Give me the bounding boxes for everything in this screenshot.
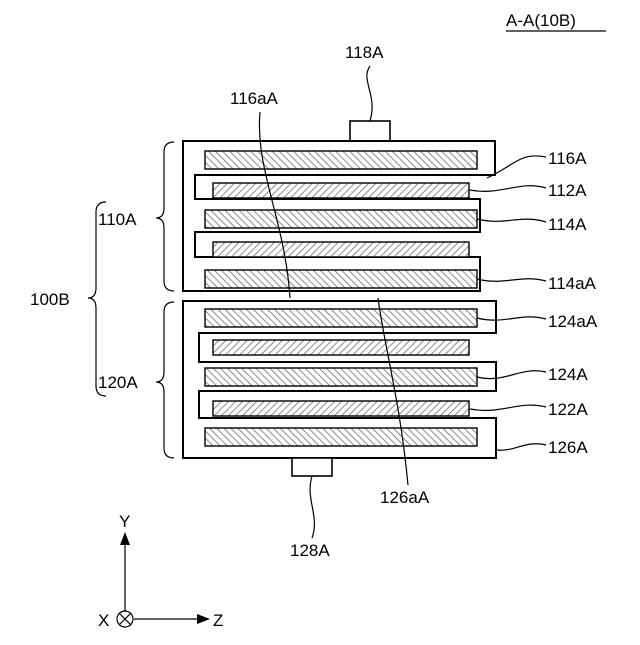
- label-120A: 120A: [98, 373, 138, 392]
- axis-label-z: Z: [213, 611, 223, 630]
- leader-126A: [497, 444, 546, 450]
- label-122A: 122A: [548, 400, 588, 419]
- leader-118A: [367, 66, 372, 121]
- label-124aA: 124aA: [548, 312, 598, 331]
- electrode-lower-2: [213, 340, 469, 355]
- leader-124aA: [477, 317, 546, 320]
- label-100B: 100B: [30, 290, 70, 309]
- tab-118A: [350, 121, 390, 141]
- electrode-124aA: [205, 309, 477, 327]
- label-128A: 128A: [290, 541, 330, 560]
- leader-122A: [470, 405, 546, 410]
- label-110A: 110A: [98, 210, 137, 229]
- y-axis-arrow: [120, 532, 130, 545]
- leader-112A: [470, 186, 546, 192]
- label-126A: 126A: [548, 438, 588, 457]
- leader-128A: [310, 476, 314, 538]
- leader-114A: [477, 219, 546, 222]
- brace-110A: [156, 142, 174, 291]
- label-118A: 118A: [345, 43, 384, 62]
- electrode-upper-1: [205, 151, 477, 169]
- electrode-112A: [213, 183, 469, 198]
- axis-label-y: Y: [119, 512, 130, 531]
- label-112A: 112A: [548, 181, 587, 200]
- brace-120A: [156, 302, 174, 458]
- axis-label-x: X: [98, 611, 109, 630]
- label-124A: 124A: [548, 365, 588, 384]
- tab-128A: [292, 458, 332, 476]
- electrode-124A: [205, 368, 477, 386]
- electrode-114aA: [205, 270, 477, 288]
- brace-100B: [88, 202, 106, 396]
- label-126aA: 126aA: [380, 488, 430, 507]
- label-114aA: 114aA: [548, 274, 597, 293]
- label-116aA: 116aA: [230, 89, 279, 108]
- z-axis-arrow: [197, 614, 210, 624]
- leader-114aA: [477, 279, 546, 282]
- label-114A: 114A: [548, 215, 587, 234]
- electrode-upper-4: [213, 242, 469, 257]
- label-116A: 116A: [548, 149, 587, 168]
- view-label: A-A(10B): [506, 11, 576, 30]
- electrode-114A: [205, 210, 477, 228]
- electrode-lower-5: [205, 428, 477, 446]
- electrode-122A: [213, 401, 469, 416]
- leader-124A: [477, 371, 546, 379]
